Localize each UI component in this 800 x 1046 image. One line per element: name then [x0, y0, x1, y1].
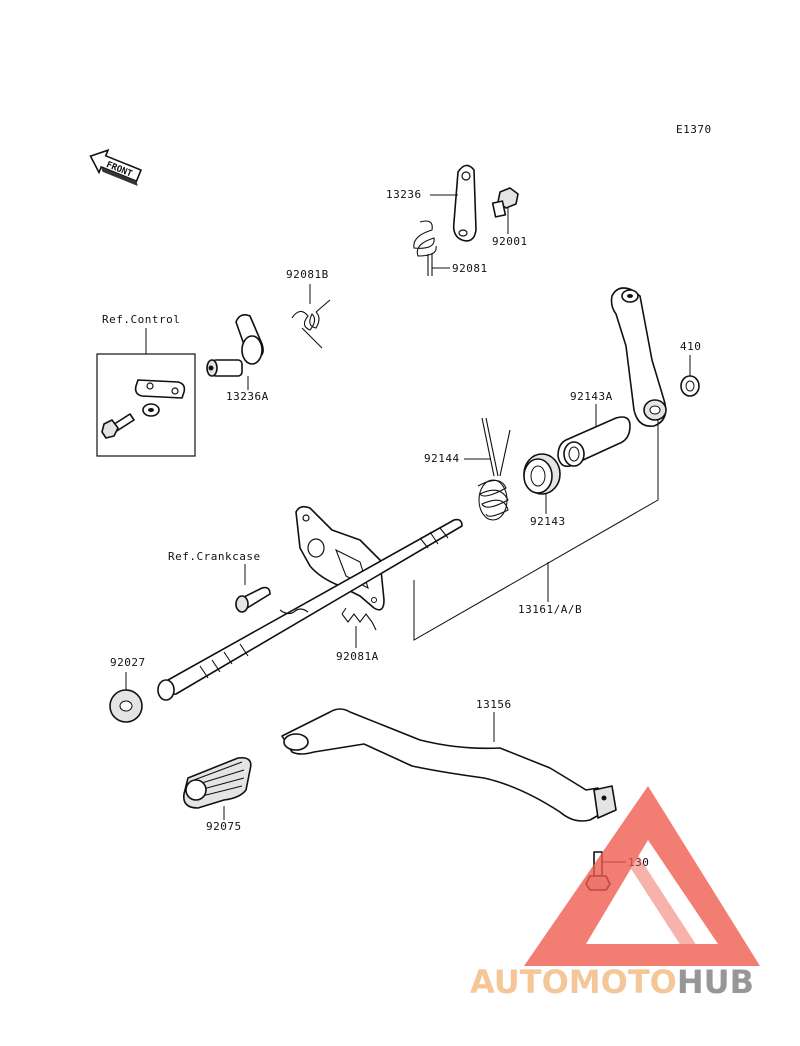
diagram-code: E1370: [676, 123, 712, 136]
label-92143A: 92143A: [570, 390, 613, 403]
label-13161: 13161/A/B: [518, 603, 582, 616]
part-92143A-sleeve: [557, 416, 631, 468]
part-shift-arm: [610, 287, 667, 427]
watermark-logo: AUTOMOTOHUB: [470, 786, 760, 1001]
part-92144-spring: [477, 417, 511, 521]
front-arrow-icon: FRONT: [89, 148, 143, 187]
label-92001: 92001: [492, 235, 528, 248]
part-92027-washer: [109, 689, 143, 723]
part-shift-shaft: [157, 505, 463, 701]
label-13236A: 13236A: [226, 390, 269, 403]
part-92081A-spring: [341, 607, 377, 631]
watermark-text-part2: HUB: [677, 963, 754, 1001]
part-92001-bolt: [491, 187, 519, 218]
watermark-triangle-icon: [524, 786, 760, 966]
label-92144: 92144: [424, 452, 460, 465]
bracket-13161: [413, 420, 659, 641]
part-92081-spring: [413, 220, 437, 276]
label-92075: 92075: [206, 820, 242, 833]
ref-control-box: [96, 353, 196, 457]
ref-crankcase-pin: [235, 586, 271, 613]
ref-control-parts: [101, 379, 186, 439]
label-410: 410: [680, 340, 701, 353]
label-92081B: 92081B: [286, 268, 329, 281]
svg-text:AUTOMOTOHUB: AUTOMOTOHUB: [470, 963, 754, 1001]
label-92143: 92143: [530, 515, 566, 528]
part-92081B-spring: [291, 299, 331, 349]
label-92027: 92027: [110, 656, 146, 669]
part-13236-shift-lever: [452, 164, 477, 242]
watermark-text-part1: AUTOMOTO: [470, 963, 677, 1001]
part-92075-pedal-rubber: [182, 756, 252, 809]
part-410-washer: [680, 375, 700, 397]
part-13156-shift-pedal: [281, 708, 617, 822]
ref-crankcase-label: Ref.Crankcase: [168, 550, 261, 563]
label-13236: 13236: [386, 188, 422, 201]
part-13236A-arm: [206, 314, 264, 377]
ref-control-label: Ref.Control: [102, 313, 180, 326]
label-92081: 92081: [452, 262, 488, 275]
label-92081A: 92081A: [336, 650, 379, 663]
label-13156: 13156: [476, 698, 512, 711]
part-92143-collar: [523, 453, 561, 495]
